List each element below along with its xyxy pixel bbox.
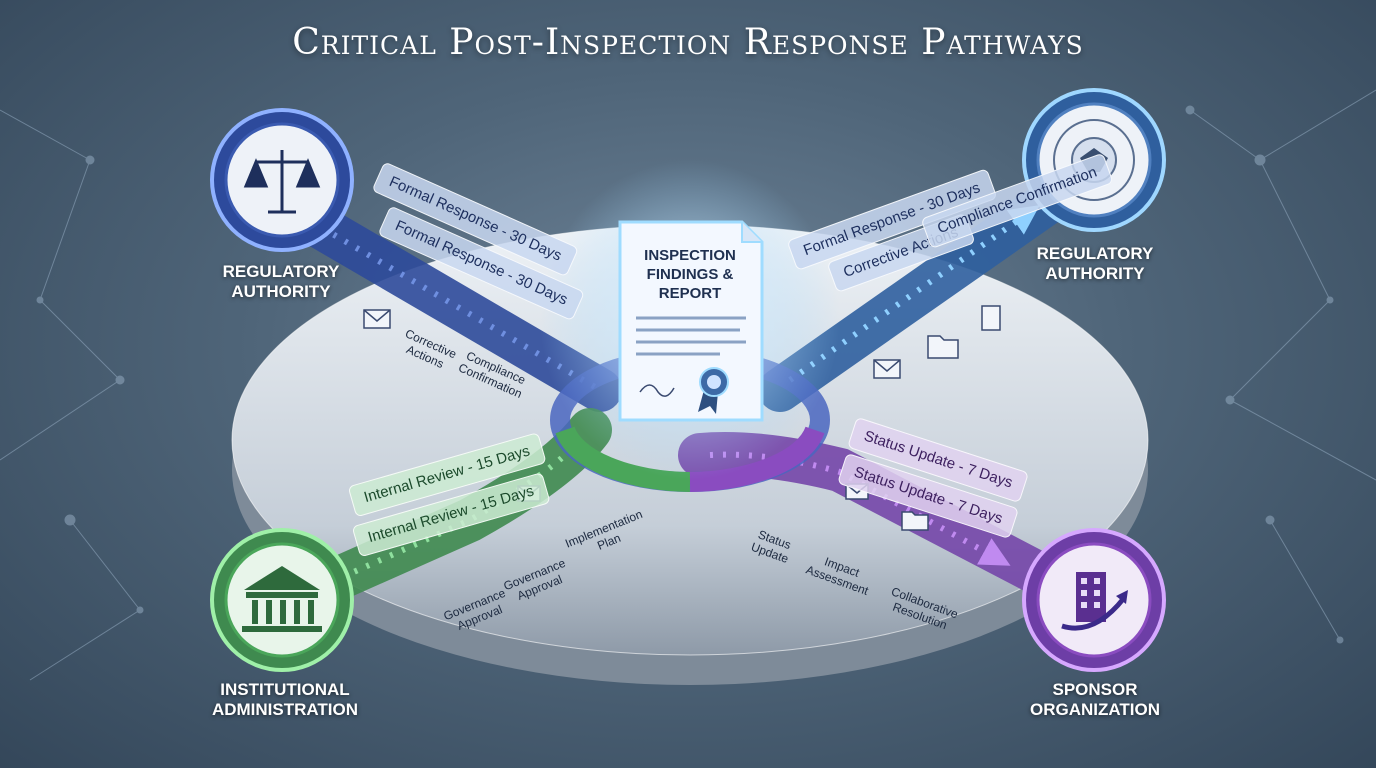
node-top-left	[210, 108, 354, 252]
document-icon	[981, 305, 1001, 331]
envelope-icon	[873, 359, 901, 379]
seal-ribbon-icon	[698, 367, 729, 414]
network-background	[0, 89, 1376, 681]
envelope-icon	[363, 309, 391, 329]
institution-building-icon	[242, 566, 322, 632]
node-label-bottom-left: INSTITUTIONAL ADMINISTRATION	[211, 680, 359, 719]
inspection-report-document	[540, 160, 840, 480]
node-label-top-right: REGULATORY AUTHORITY	[1036, 244, 1154, 283]
page-title: Critical Post-Inspection Response Pathwa…	[292, 22, 1084, 63]
signature-icon	[639, 384, 675, 397]
node-bottom-left	[210, 528, 354, 672]
scales-of-justice-icon	[243, 150, 321, 214]
node-label-top-left: REGULATORY AUTHORITY	[222, 262, 340, 301]
center-report-label: INSPECTION FINDINGS & REPORT	[644, 247, 736, 302]
node-label-bottom-right: SPONSOR ORGANIZATION	[1029, 680, 1160, 719]
folder-icon	[927, 335, 959, 359]
building-growth-icon	[1061, 572, 1128, 631]
folder-icon	[901, 511, 929, 531]
node-bottom-right	[1022, 528, 1166, 672]
